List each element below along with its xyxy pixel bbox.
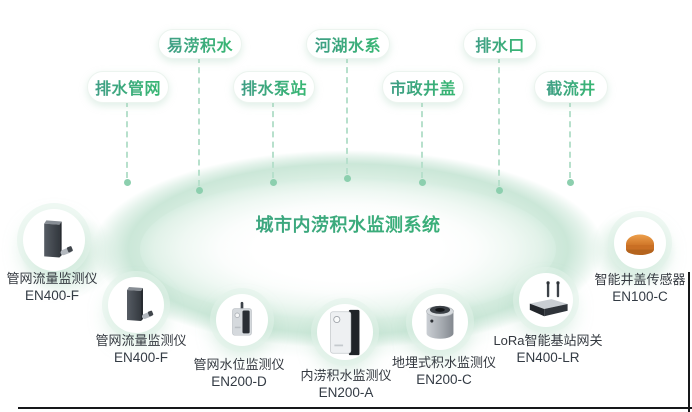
water-level-monitor-icon	[232, 301, 252, 336]
category-pill-label: 排水管网	[95, 75, 161, 99]
category-pill-municipal-manhole-cover: 市政井盖	[382, 71, 464, 103]
waterlogging-monitor-icon	[330, 309, 360, 356]
device-label: 智能井盖传感器 EN100-C	[594, 272, 685, 305]
device-buried-water-monitor	[412, 294, 468, 350]
device-pipe-flow-monitor-2	[108, 277, 164, 333]
device-manhole-cover-sensor	[614, 217, 666, 269]
device-name: 管网流量监测仪	[6, 271, 98, 286]
category-pill-label: 易涝积水	[167, 32, 233, 56]
system-ellipse-inner	[140, 177, 556, 321]
device-name: LoRa智能基站网关	[493, 333, 603, 348]
buried-water-monitor-icon	[426, 305, 454, 339]
manhole-sensor-icon	[626, 234, 654, 255]
device-label: 内涝积水监测仪 EN200-A	[300, 368, 391, 401]
device-model: EN200-D	[211, 374, 267, 389]
device-model: EN400-F	[24, 288, 80, 303]
device-name: 内涝积水监测仪	[300, 368, 392, 383]
connector-drainage-pump-station	[269, 101, 277, 186]
device-waterlogging-monitor	[317, 304, 373, 360]
connector-river-lake-system	[343, 57, 351, 182]
connector-drain-outlet	[495, 57, 503, 194]
device-name: 管网水位监测仪	[193, 357, 285, 372]
device-label: 管网水位监测仪 EN200-D	[193, 357, 284, 390]
device-label: 地埋式积水监测仪 EN200-C	[392, 355, 496, 388]
flow-monitor-icon	[44, 220, 73, 258]
connector-municipal-manhole-cover	[418, 101, 426, 186]
device-lora-gateway	[519, 273, 573, 327]
device-model: EN400-LR	[516, 350, 580, 365]
category-pill-label: 河湖水系	[315, 32, 381, 56]
category-pill-drainage-pipe-network: 排水管网	[87, 71, 169, 103]
category-pill-label: 排水泵站	[241, 75, 307, 99]
device-model: EN200-A	[318, 385, 374, 400]
category-pill-flood-prone-water: 易涝积水	[158, 29, 242, 59]
lora-gateway-icon	[529, 281, 568, 317]
category-pill-label: 排水口	[475, 32, 525, 56]
device-pipe-water-level-monitor	[216, 294, 268, 346]
system-title: 城市内涝积水监测系统	[93, 211, 603, 237]
device-pipe-flow-monitor-1	[23, 209, 85, 271]
device-model: EN200-C	[416, 372, 472, 387]
connector-flood-prone-water	[195, 57, 203, 194]
category-pill-river-lake-system: 河湖水系	[306, 29, 390, 59]
device-label: 管网流量监测仪 EN400-F	[6, 271, 97, 304]
flow-monitor-icon	[127, 287, 154, 321]
device-label: LoRa智能基站网关 EN400-LR	[493, 333, 602, 366]
category-pill-drainage-pump-station: 排水泵站	[233, 71, 315, 103]
device-model: EN100-C	[612, 289, 668, 304]
connector-drainage-pipe-network	[123, 101, 131, 186]
device-model: EN400-F	[113, 350, 169, 365]
device-name: 地埋式积水监测仪	[391, 355, 497, 370]
device-name: 智能井盖传感器	[594, 272, 686, 287]
category-pill-drain-outlet: 排水口	[463, 29, 537, 59]
category-pill-label: 截流井	[546, 75, 596, 99]
device-label: 管网流量监测仪 EN400-F	[95, 333, 186, 366]
device-name: 管网流量监测仪	[95, 333, 187, 348]
category-pill-label: 市政井盖	[390, 75, 456, 99]
category-pill-intercepting-well: 截流井	[534, 71, 608, 103]
connector-intercepting-well	[566, 101, 574, 186]
frame-bottom-border	[18, 407, 692, 409]
frame-right-border	[688, 272, 690, 412]
